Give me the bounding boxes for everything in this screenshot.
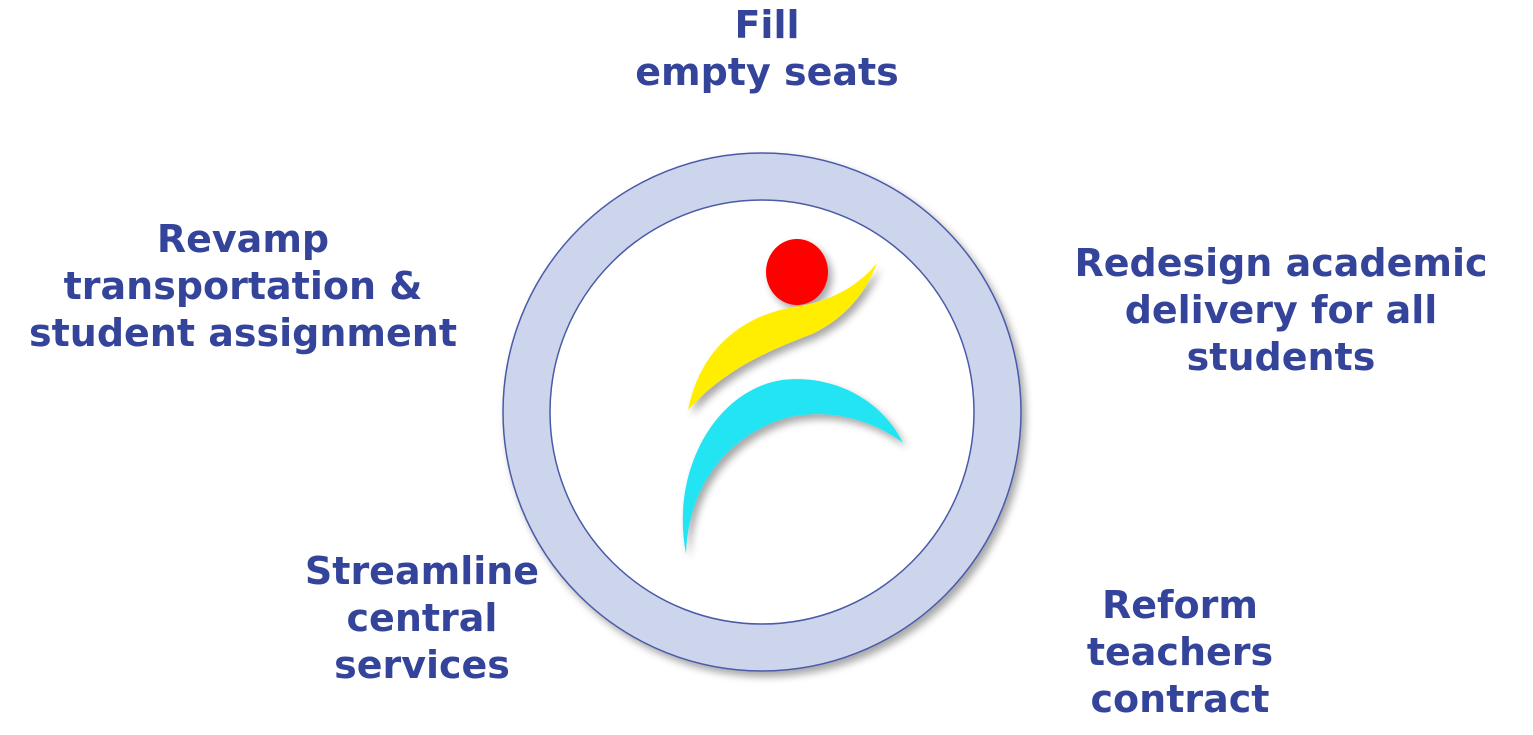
figure-head [766, 239, 828, 305]
goal-line: Reform [1101, 583, 1258, 627]
goal-line: teachers [1086, 630, 1274, 674]
goal-streamline-central-services: Streamline central services [272, 548, 572, 689]
goal-line: transportation & [63, 264, 423, 308]
lower-swoosh [682, 379, 903, 554]
goal-line: Redesign academic [1074, 241, 1488, 285]
goal-reform-teachers-contract: Reform teachers contract [1040, 582, 1320, 723]
goal-line: student assignment [28, 311, 457, 355]
goal-revamp-transportation: Revamp transportation & student assignme… [8, 216, 478, 357]
goal-line: students [1186, 335, 1376, 379]
goal-line: Fill [734, 3, 800, 47]
goal-line: empty seats [635, 50, 899, 94]
goal-fill-empty-seats: Fill empty seats [592, 2, 942, 96]
goal-line: Streamline [304, 549, 540, 593]
goal-line: central [346, 596, 498, 640]
figure-logo [682, 239, 903, 554]
goal-line: delivery for all [1124, 288, 1438, 332]
upper-swoosh [688, 263, 877, 410]
goal-line: services [334, 643, 510, 687]
goal-line: Revamp [156, 217, 330, 261]
goal-redesign-academic-delivery: Redesign academic delivery for all stude… [1040, 240, 1522, 381]
goal-line: contract [1090, 677, 1270, 721]
